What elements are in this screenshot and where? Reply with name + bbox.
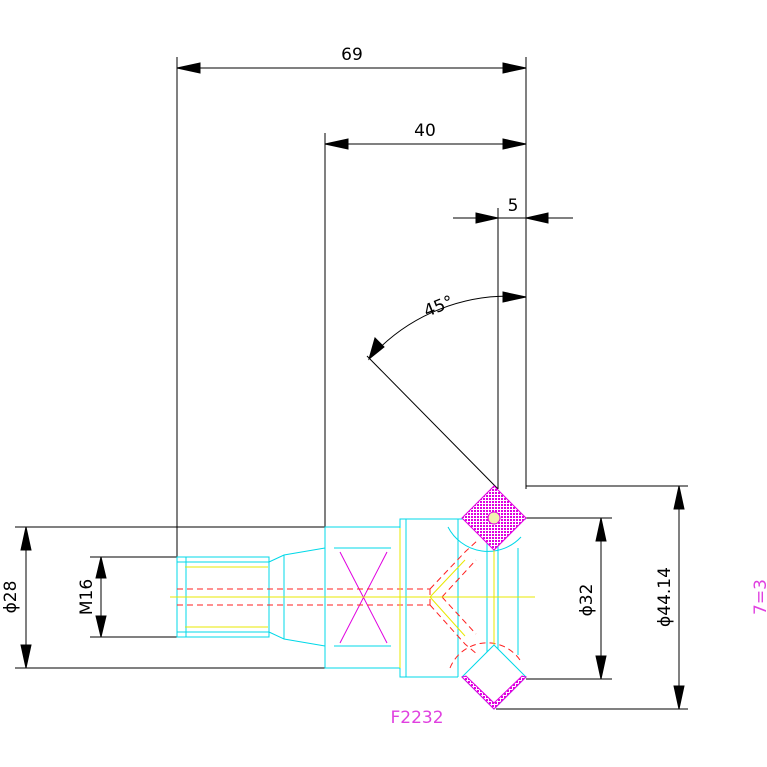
upper-seal-section <box>461 485 527 551</box>
dimension-diameter-28 <box>15 526 330 669</box>
dimension-40 <box>324 133 527 528</box>
dim-m16-label: M16 <box>77 579 97 615</box>
dim-69-label: 69 <box>341 45 363 65</box>
dimension-45-angle <box>366 291 527 490</box>
dimension-69 <box>176 57 527 562</box>
dim-5-label: 5 <box>508 196 519 216</box>
fitting-body-outline <box>176 518 526 678</box>
dim-d32-label: ϕ32 <box>577 584 597 617</box>
dimension-m16 <box>90 556 186 638</box>
dim-45-label: 45° <box>421 292 456 322</box>
dim-d44-label: ϕ44.14 <box>655 567 675 627</box>
hidden-bore-lines <box>177 539 521 669</box>
side-note-label: 7=3 <box>751 579 767 615</box>
dimension-5 <box>453 208 573 489</box>
part-number-label: F2232 <box>390 708 443 728</box>
center-lines <box>170 528 535 690</box>
dimension-diameter-32 <box>526 517 612 680</box>
dim-40-label: 40 <box>414 121 436 141</box>
lower-seal-section <box>461 644 527 710</box>
dim-d28-label: ϕ28 <box>1 581 21 614</box>
dimension-diameter-44 <box>496 485 688 710</box>
